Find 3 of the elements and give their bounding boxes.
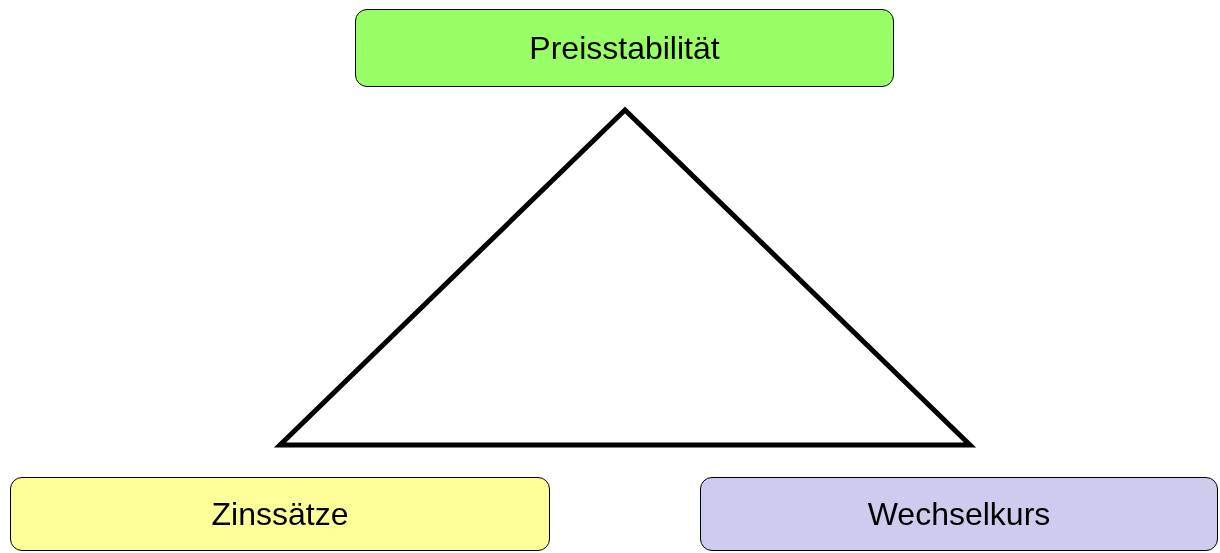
label-box: Zinssätze (10, 477, 550, 551)
label-box: Wechselkurs (700, 477, 1218, 551)
label-box: Preisstabilität (355, 9, 894, 87)
